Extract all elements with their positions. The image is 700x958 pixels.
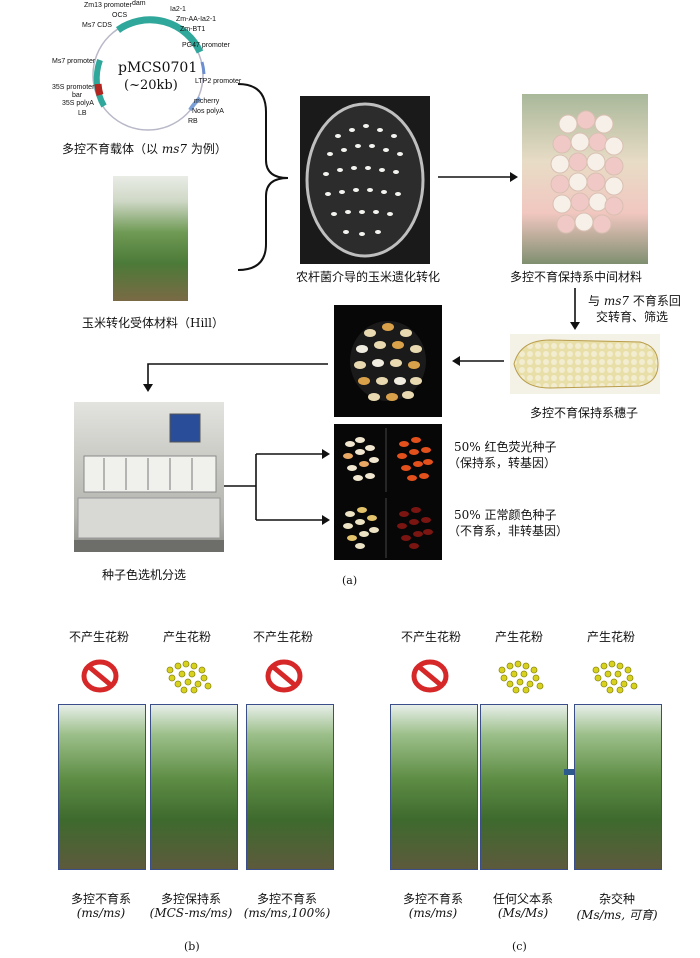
panel-b-caption: (b) (184, 940, 200, 953)
plasmid-label: RB (188, 118, 198, 125)
transformation-dish-photo (300, 96, 430, 264)
plasmid-name: pMCS0701 (118, 60, 198, 76)
arrow-down (570, 288, 580, 330)
plasmid-label: Nos polyA (192, 108, 224, 115)
no-pollen-icon (81, 659, 119, 693)
sorter-caption: 种子色选机分选 (102, 568, 187, 582)
no-pollen-icon (265, 659, 303, 693)
intermediate-ear-photo (522, 94, 648, 264)
line-name: 多控不育系 (70, 892, 131, 906)
plasmid-label: Ia2-1 (170, 6, 186, 13)
plasmid-label: OCS (112, 12, 128, 19)
red-fluorescent-seeds-photo (334, 424, 442, 496)
receptor-caption: 玉米转化受体材料（Hill） (82, 316, 224, 330)
line-genotype: (Ms/ms, 可育) (576, 908, 658, 922)
plasmid-label: LTP2 promoter (195, 78, 242, 85)
plasmid-label: Ms7 CDS (82, 22, 112, 29)
plasmid-label: dam (132, 0, 146, 7)
pollen-status: 不产生花粉 (68, 630, 129, 644)
panel-c-caption: (c) (512, 940, 527, 953)
plasmid-size: (~20kb) (124, 78, 178, 93)
plasmid-label: 35S polyA (62, 100, 94, 107)
pollen-status: 产生花粉 (162, 630, 211, 644)
seed-sorter-photo (74, 402, 224, 552)
intermediate-caption: 多控不育保持系中间材料 (510, 270, 643, 284)
line-genotype: (ms/ms,100%) (243, 906, 331, 920)
maintainer-ear-photo (510, 334, 660, 394)
line-name: 多控保持系 (160, 892, 221, 906)
plasmid-label: Ms7 promoter (52, 58, 96, 65)
curly-brace (237, 83, 289, 271)
pollen-status: 产生花粉 (494, 630, 543, 644)
maize-plant-photo (574, 704, 662, 870)
vector-caption: 多控不育载体（以 ms7 为例） (62, 142, 227, 156)
pollen-icon (498, 660, 544, 694)
mixed-seeds-photo (334, 305, 442, 417)
normal-seeds-sublabel: （不育系，非转基因） (448, 524, 569, 538)
pollen-status: 产生花粉 (586, 630, 635, 644)
normal-seeds-label: 50% 正常颜色种子 (454, 508, 557, 522)
line-name: 多控不育系 (256, 892, 317, 906)
plasmid-label: bar (72, 92, 83, 99)
maize-plant-photo (58, 704, 146, 870)
red-seeds-sublabel: （保持系，转基因） (448, 456, 557, 470)
transformation-caption: 农杆菌介导的玉米遗化转化 (296, 270, 441, 284)
normal-seeds-photo (334, 496, 442, 560)
cross-symbol: x (160, 768, 169, 786)
maize-plant-photo (150, 704, 238, 870)
pollen-icon (166, 660, 212, 694)
line-genotype: (ms/ms) (76, 906, 126, 920)
maintainer-ear-caption: 多控不育保持系穗子 (530, 406, 639, 420)
result-arrow (254, 764, 280, 780)
no-pollen-icon (411, 659, 449, 693)
line-genotype: (ms/ms) (408, 906, 458, 920)
plasmid-map (40, 0, 250, 140)
maize-plant-photo (246, 704, 334, 870)
arrow-left (452, 356, 504, 366)
branch-arrows (224, 449, 330, 525)
backcross-note-line1: 与 ms7 不育系回 (588, 294, 681, 308)
plasmid-label: 35S promoter (52, 84, 95, 91)
arrow-right (438, 172, 518, 182)
line-genotype: (MCS-ms/ms) (149, 906, 233, 920)
cross-symbol: x (484, 768, 493, 786)
plasmid-label: PG47 promoter (182, 42, 230, 49)
line-genotype: (Ms/Ms) (497, 906, 549, 920)
backcross-note-line2: 交转育、筛选 (596, 310, 669, 324)
line-name: 任何父本系 (492, 892, 553, 906)
pollen-status: 不产生花粉 (252, 630, 313, 644)
maize-plant-photo (480, 704, 568, 870)
plasmid-label: Zm13 promoter (84, 2, 132, 9)
plasmid-label: LB (78, 110, 87, 117)
red-seeds-label: 50% 红色荧光种子 (454, 440, 557, 454)
receptor-field-photo (113, 176, 188, 301)
arrow-to-sorter (143, 363, 328, 392)
panel-a-caption: (a) (342, 574, 358, 587)
plasmid-label: Zm-AA-Ia2-1 (176, 16, 217, 23)
plasmid-label: mcherry (194, 98, 220, 105)
pollen-status: 不产生花粉 (400, 630, 461, 644)
line-name: 杂交种 (598, 892, 635, 906)
pollen-icon (592, 660, 638, 694)
plasmid-label: Zm-BT1 (180, 26, 206, 33)
maize-plant-photo (390, 704, 478, 870)
result-arrow (564, 764, 590, 780)
line-name: 多控不育系 (402, 892, 463, 906)
